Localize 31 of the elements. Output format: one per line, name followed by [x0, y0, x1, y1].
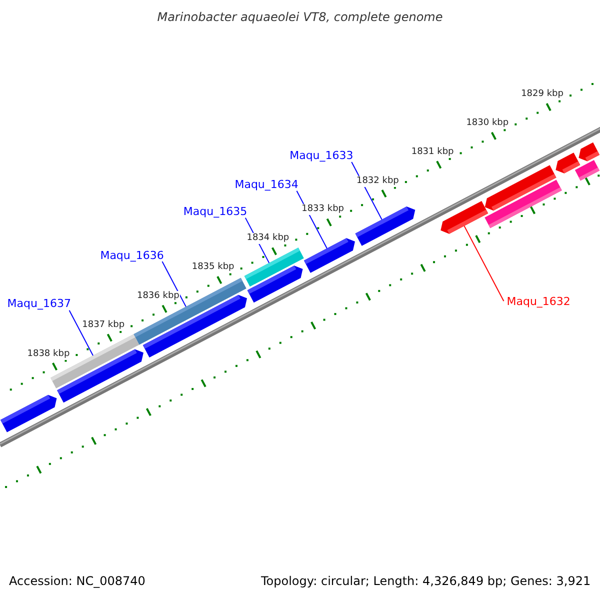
gene-bar: [440, 200, 488, 234]
gene-bar: [556, 152, 580, 174]
gene-bar: [574, 160, 600, 181]
leader-line: [464, 225, 504, 302]
leader-line: [162, 261, 186, 308]
scale-label: 1831 kbp: [410, 146, 455, 158]
gene-bar: [304, 238, 355, 273]
scale-label: 1830 kbp: [465, 118, 510, 129]
scale-label: 1835 kbp: [190, 262, 236, 274]
scale-label: 1837 kbp: [81, 320, 126, 331]
scale-label: 1834 kbp: [246, 233, 290, 244]
gene-label: Maqu_1635: [183, 206, 248, 217]
gene-bar: [578, 142, 600, 162]
leader-line: [68, 310, 94, 356]
scale-label: 1836 kbp: [136, 290, 180, 302]
gene-bar: [247, 266, 303, 303]
title: Marinobacter aquaeolei VT8, complete genome: [156, 11, 444, 23]
gene-bar: [484, 165, 556, 211]
footer-text: Accession: NC_008740: [9, 575, 146, 587]
scale-label: 1838 kbp: [26, 348, 71, 360]
gene-bar: [355, 206, 416, 246]
gene-label: Maqu_1634: [234, 178, 298, 190]
scale-label: 1833 kbp: [300, 204, 345, 216]
footer-text: Topology: circular; Length: 4,326,849 bp; Genes: 3,921: [261, 575, 591, 587]
gene-label: Maqu_1633: [290, 150, 354, 161]
scale-label: 1832 kbp: [355, 176, 400, 187]
gene-label: Maqu_1637: [7, 298, 71, 310]
gene-label: Maqu_1632: [506, 296, 570, 307]
gene-bar: [0, 394, 57, 432]
scale-label: 1829 kbp: [520, 89, 564, 100]
gene-label: Maqu_1636: [100, 250, 164, 261]
